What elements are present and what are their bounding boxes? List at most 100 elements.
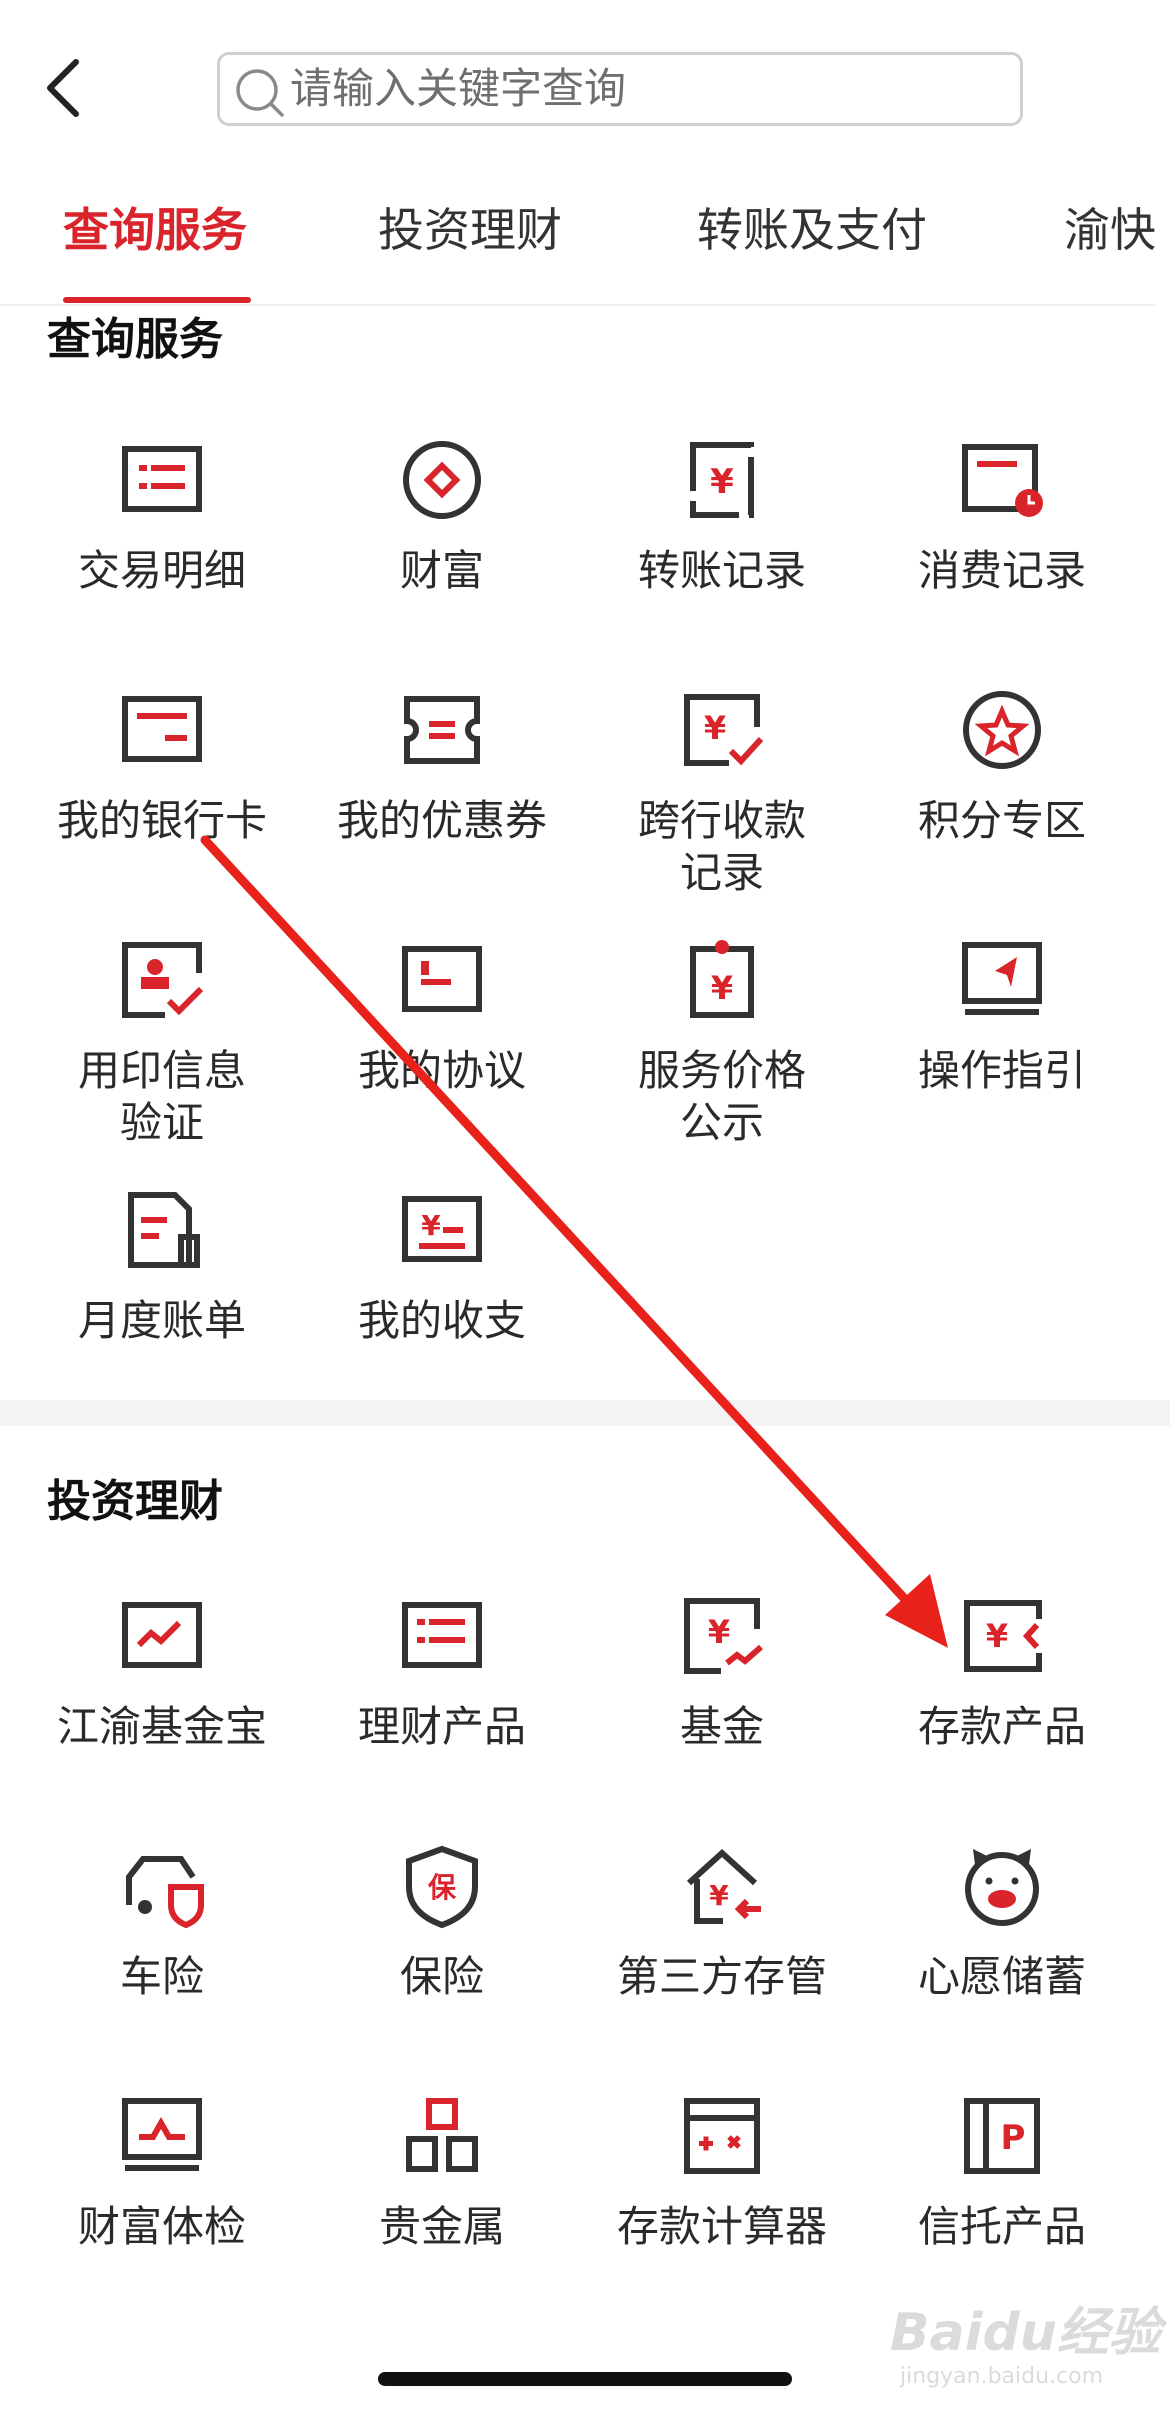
agreement-icon bbox=[402, 946, 482, 1012]
service-item-label: 存款计算器 bbox=[616, 2202, 827, 2251]
search-placeholder: 请输入关键字查询 bbox=[290, 64, 627, 113]
deposit-product-icon: ¥ bbox=[964, 1600, 1042, 1672]
service-item-label: 车险 bbox=[119, 1952, 204, 2001]
trust-product-icon: P bbox=[964, 2098, 1040, 2174]
back-arrow-icon[interactable] bbox=[36, 48, 92, 128]
service-item-label: 消费记录 bbox=[917, 546, 1086, 595]
service-item[interactable]: P 信托产品 bbox=[862, 2093, 1142, 2293]
svg-text:¥: ¥ bbox=[421, 1209, 441, 1242]
service-item[interactable]: ¥ 我的收支 bbox=[302, 1187, 582, 1387]
svg-text:P: P bbox=[1001, 2118, 1026, 2158]
service-item-label: 月度账单 bbox=[77, 1296, 246, 1345]
precious-metal-icon bbox=[406, 2098, 478, 2172]
transfer-record-icon: ¥ bbox=[690, 442, 754, 518]
tab-divider bbox=[0, 304, 1155, 306]
service-item[interactable]: 江渝基金宝 bbox=[22, 1593, 302, 1793]
service-item-label: 跨行收款 bbox=[637, 796, 806, 845]
service-item-label: 服务价格 bbox=[637, 1046, 806, 1095]
service-item-label: 用印信息 bbox=[77, 1046, 246, 1095]
service-item[interactable]: 我的协议 bbox=[302, 937, 582, 1137]
service-item[interactable]: 我的优惠券 bbox=[302, 687, 582, 887]
service-item[interactable]: ¥ 服务价格公示 bbox=[582, 937, 862, 1147]
deposit-calculator-icon bbox=[684, 2098, 760, 2174]
third-party-custody-icon: ¥ bbox=[686, 1848, 761, 1924]
svg-text:¥: ¥ bbox=[986, 1617, 1008, 1655]
service-item-label: 理财产品 bbox=[357, 1702, 526, 1751]
search-icon bbox=[236, 69, 284, 117]
service-item[interactable]: 财富体检 bbox=[22, 2093, 302, 2293]
active-tab-indicator bbox=[63, 297, 251, 303]
tab-yukuai[interactable]: 渝快 bbox=[1064, 203, 1156, 257]
service-item[interactable]: 贵金属 bbox=[302, 2093, 582, 2293]
tab-query-services[interactable]: 查询服务 bbox=[63, 203, 247, 257]
watermark-brand: Baidu经验 bbox=[890, 2303, 1161, 2363]
insurance-shield-icon: 保 bbox=[406, 1845, 478, 1929]
service-item-label: 我的银行卡 bbox=[56, 796, 267, 845]
service-item-label: 贵金属 bbox=[378, 2202, 505, 2251]
finance-product-icon bbox=[402, 1602, 482, 1668]
service-item[interactable]: ¥ 转账记录 bbox=[582, 437, 862, 637]
consumption-record-icon bbox=[962, 444, 1043, 517]
service-item[interactable]: 交易明细 bbox=[22, 437, 302, 637]
service-item-label: 信托产品 bbox=[917, 2202, 1086, 2251]
service-item[interactable]: 理财产品 bbox=[302, 1593, 582, 1793]
monthly-bill-icon bbox=[128, 1192, 200, 1268]
svg-text:¥: ¥ bbox=[711, 969, 733, 1007]
service-item-label: 记录 bbox=[679, 848, 764, 897]
car-insurance-icon bbox=[126, 1856, 204, 1929]
service-item[interactable]: 车险 bbox=[22, 1843, 302, 2043]
bank-card-icon bbox=[122, 696, 202, 762]
wealth-checkup-icon bbox=[122, 2098, 202, 2171]
service-item[interactable]: ¥ 存款产品 bbox=[862, 1593, 1142, 1793]
section-divider bbox=[0, 1400, 1170, 1426]
service-item-label: 我的协议 bbox=[357, 1046, 526, 1095]
service-item[interactable]: 心愿储蓄 bbox=[862, 1843, 1142, 2043]
service-item-label: 江渝基金宝 bbox=[56, 1702, 267, 1751]
seal-verify-icon bbox=[122, 942, 204, 1018]
service-item-label: 心愿储蓄 bbox=[917, 1952, 1086, 2001]
svg-text:保: 保 bbox=[428, 1871, 457, 1904]
service-item[interactable]: 存款计算器 bbox=[582, 2093, 862, 2293]
interbank-receipt-icon: ¥ bbox=[684, 694, 764, 766]
service-item[interactable]: 保保险 bbox=[302, 1843, 582, 2043]
piggy-bank-icon bbox=[965, 1849, 1039, 1926]
service-item[interactable]: 消费记录 bbox=[862, 437, 1142, 637]
svg-text:¥: ¥ bbox=[708, 1613, 730, 1651]
service-item-label: 公示 bbox=[679, 1098, 764, 1147]
home-indicator bbox=[378, 2372, 792, 2386]
service-item-label: 转账记录 bbox=[637, 546, 806, 595]
service-item[interactable]: 积分专区 bbox=[862, 687, 1142, 887]
search-input[interactable]: 请输入关键字查询 bbox=[217, 52, 1023, 126]
service-item[interactable]: ¥第三方存管 bbox=[582, 1843, 862, 2043]
service-item[interactable]: 我的银行卡 bbox=[22, 687, 302, 887]
section-title-investment: 投资理财 bbox=[47, 1476, 223, 1527]
service-item-label: 我的收支 bbox=[357, 1296, 526, 1345]
service-item-label: 验证 bbox=[119, 1098, 204, 1147]
service-item-label: 积分专区 bbox=[917, 796, 1086, 845]
tab-transfer-payment[interactable]: 转账及支付 bbox=[697, 203, 927, 257]
fund-icon: ¥ bbox=[684, 1598, 763, 1674]
service-item[interactable]: ¥ 基金 bbox=[582, 1593, 862, 1793]
service-item[interactable]: ¥ 跨行收款记录 bbox=[582, 687, 862, 897]
svg-text:¥: ¥ bbox=[710, 462, 734, 502]
service-item-label: 交易明细 bbox=[77, 546, 246, 595]
service-item-label: 操作指引 bbox=[917, 1046, 1086, 1095]
price-notice-icon: ¥ bbox=[690, 940, 754, 1018]
income-expense-icon: ¥ bbox=[402, 1196, 482, 1262]
coupon-icon bbox=[404, 696, 480, 764]
service-item[interactable]: 财富 bbox=[302, 437, 582, 637]
service-item-label: 基金 bbox=[679, 1702, 764, 1751]
fund-trend-icon bbox=[122, 1602, 202, 1668]
service-item[interactable]: 用印信息验证 bbox=[22, 937, 302, 1147]
service-item-label: 财富 bbox=[399, 546, 484, 595]
service-item[interactable]: 操作指引 bbox=[862, 937, 1142, 1137]
guide-icon bbox=[962, 942, 1042, 1015]
wealth-coin-icon bbox=[403, 441, 481, 519]
service-item[interactable]: 月度账单 bbox=[22, 1187, 302, 1387]
section-title-query: 查询服务 bbox=[47, 314, 223, 365]
tab-investment[interactable]: 投资理财 bbox=[378, 203, 562, 257]
watermark-url: jingyan.baidu.com bbox=[900, 2364, 1104, 2389]
service-item-label: 存款产品 bbox=[917, 1702, 1086, 1751]
svg-text:¥: ¥ bbox=[709, 1879, 729, 1912]
svg-text:¥: ¥ bbox=[704, 709, 726, 747]
